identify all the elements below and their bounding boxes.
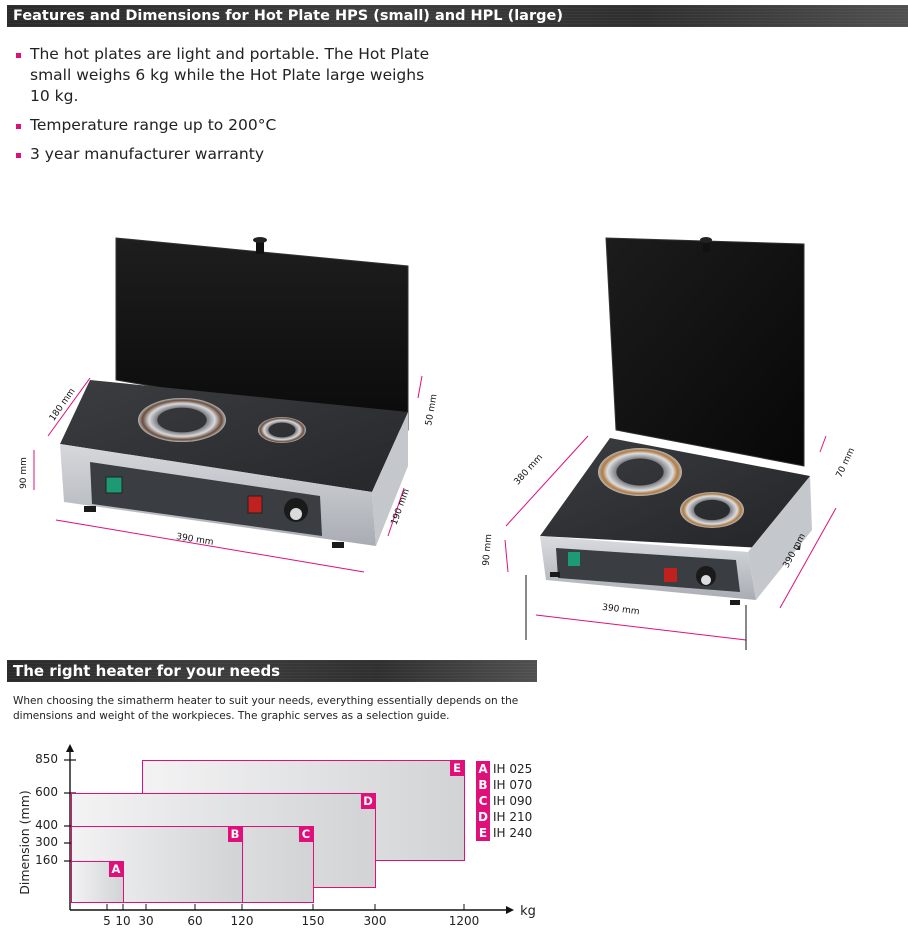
box-label-D: D (361, 794, 375, 809)
x-tick: 120 (230, 914, 254, 928)
feature-item: The hot plates are light and portable. T… (14, 44, 434, 107)
section-title: The right heater for your needs (13, 662, 281, 680)
x-tick: 1200 (448, 914, 480, 928)
bullet-square-icon (16, 53, 21, 58)
x-tick: 150 (301, 914, 325, 928)
y-tick: 160 (35, 853, 58, 867)
feature-item: 3 year manufacturer warranty (14, 144, 434, 165)
hot-plate-large-image: 380 mm 70 mm 90 mm 390 mm 390 mm (480, 230, 900, 650)
box-label-A: A (109, 862, 123, 877)
heater-selection-chart: E D C B A 850 600 400 300 160 Dimension … (0, 740, 560, 933)
x-axis-label: kg (520, 904, 536, 919)
y-tick: 600 (35, 785, 58, 799)
x-tick: 10 (115, 914, 131, 928)
section-header-right-heater: The right heater for your needs (7, 660, 537, 682)
box-label-C: C (299, 827, 313, 842)
x-tick: 60 (187, 914, 203, 928)
bullet-square-icon (16, 153, 21, 158)
intro-paragraph: When choosing the simatherm heater to su… (13, 695, 519, 722)
y-axis-label: Dimension (mm) (16, 790, 32, 895)
hot-plate-small-illustration (33, 237, 423, 573)
y-tick: 850 (35, 752, 58, 766)
hot-plate-small-image: 180 mm 50 mm 90 mm 190 mm 390 mm (18, 230, 460, 580)
box-label-E: E (450, 761, 464, 776)
y-tick: 300 (35, 835, 58, 849)
x-tick: 30 (138, 914, 154, 928)
hot-plate-large-illustration (504, 237, 837, 650)
section-title: Features and Dimensions for Hot Plate HP… (13, 8, 563, 24)
feature-item: Temperature range up to 200°C (14, 115, 434, 136)
x-tick: 5 (103, 914, 111, 928)
feature-list: The hot plates are light and portable. T… (14, 44, 434, 173)
x-tick: 300 (363, 914, 387, 928)
y-tick: 400 (35, 818, 58, 832)
section-header-features: Features and Dimensions for Hot Plate HP… (7, 5, 908, 27)
box-label-B: B (228, 827, 242, 842)
chart-axes (64, 744, 514, 914)
dim-height-small: 90 mm (18, 457, 29, 489)
bullet-square-icon (16, 124, 21, 129)
